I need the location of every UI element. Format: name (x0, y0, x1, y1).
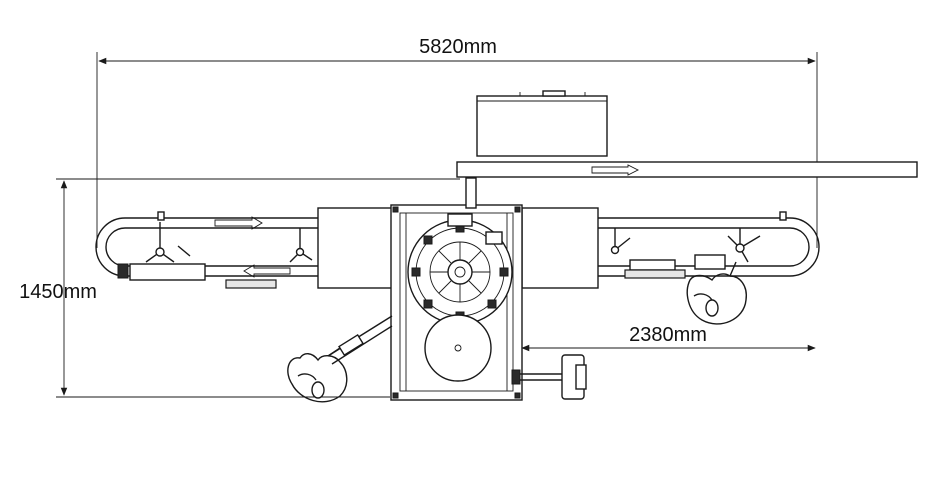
conveyor-plank (456, 161, 918, 178)
left-diagonal-arm (327, 315, 393, 365)
right-handle-arm (511, 354, 587, 400)
left-loop-track (95, 211, 318, 289)
dimension-label-overall-width: 1450mm (19, 281, 97, 303)
dimension-partial-length: 2380mm (519, 300, 816, 360)
arrow-right-icon (591, 164, 640, 176)
operator-hand-left (287, 347, 348, 403)
top-cabinet (476, 90, 608, 157)
lower-disc (424, 314, 492, 382)
right-loop-track (598, 211, 820, 279)
right-module-box (521, 207, 599, 289)
left-module-box (317, 207, 393, 289)
arrow-left-icon (243, 264, 291, 278)
dimension-overall-length: 5820mm (96, 36, 818, 248)
dimension-label-partial-length: 2380mm (629, 324, 707, 346)
dimension-overall-width: 1450mm (19, 178, 460, 398)
operator-hand-right (686, 261, 747, 325)
arrow-right-icon (214, 216, 263, 230)
dimension-label-overall-length: 5820mm (419, 36, 497, 58)
